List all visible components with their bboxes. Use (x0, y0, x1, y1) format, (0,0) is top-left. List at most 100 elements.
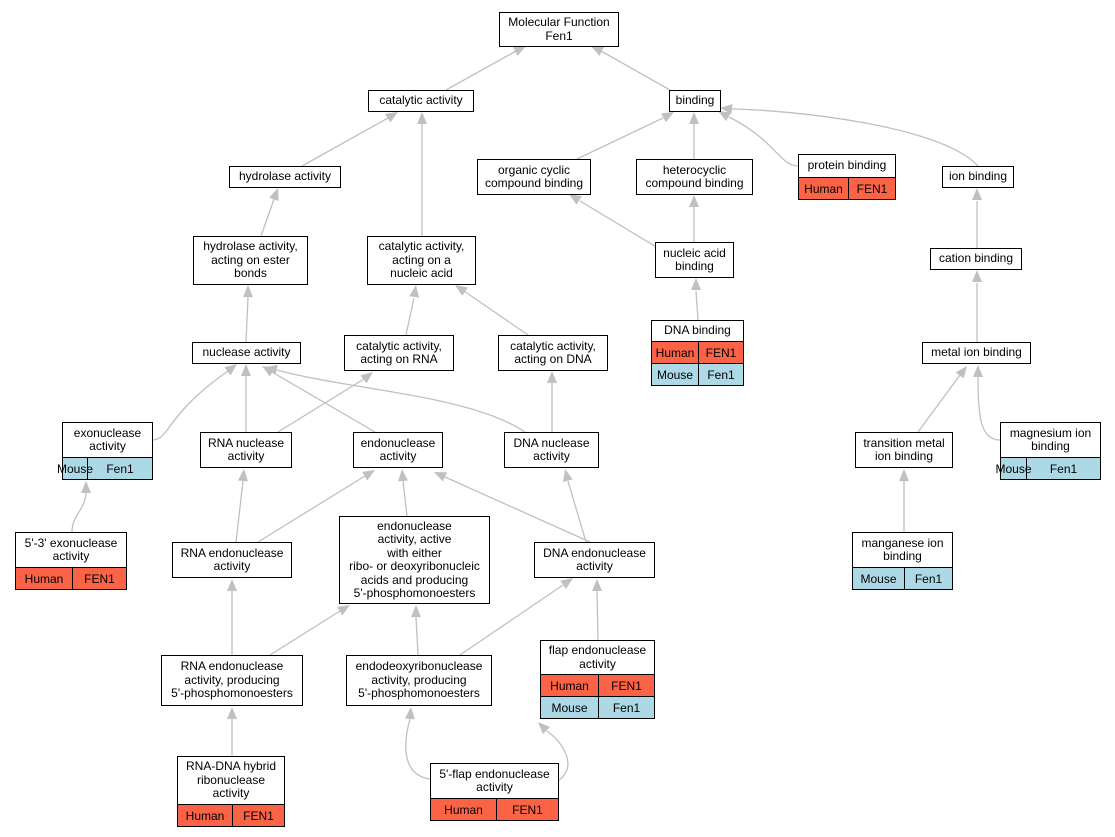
node-cat-dna[interactable]: catalytic activity, acting on DNA (498, 335, 608, 371)
arrowhead (227, 707, 237, 719)
edge-dnanuc-nuclease (265, 365, 526, 433)
node-binding[interactable]: binding (669, 90, 721, 112)
arrowhead (547, 371, 557, 383)
node-label: DNA nuclease activity (513, 435, 590, 463)
node-rna-endo[interactable]: RNA endonuclease activity (172, 542, 292, 578)
arrowhead (243, 285, 253, 297)
edge-endodeoxy-dnaendo (459, 578, 573, 656)
edge-endo-nuclease (262, 366, 376, 433)
gene-label[interactable]: Fen1 (612, 700, 641, 715)
arrowhead (661, 112, 674, 123)
node-label: endodeoxyribonuclease activity, producin… (355, 659, 483, 701)
node-org-cyclic[interactable]: organic cyclic compound binding (477, 159, 591, 195)
node-dna-nuclease[interactable]: DNA nuclease activity (504, 432, 599, 468)
node-metal-ion[interactable]: metal ion binding (922, 342, 1031, 364)
node-label: flap endonuclease activity (548, 643, 647, 671)
arrowhead (689, 112, 699, 124)
gene-label[interactable]: FEN1 (856, 181, 888, 196)
node-label: endonuclease activity (360, 435, 436, 463)
arrowhead (265, 365, 278, 375)
gene-label[interactable]: FEN1 (243, 808, 274, 823)
edge-manganese-transition (899, 469, 909, 532)
node-rna-nuclease[interactable]: RNA nuclease activity (200, 432, 292, 468)
node-endonuclease[interactable]: endonuclease activity (353, 432, 443, 468)
node-cation-binding[interactable]: cation binding (930, 248, 1022, 270)
node-label: DNA binding (664, 323, 731, 338)
gene-label[interactable]: FEN1 (611, 678, 642, 693)
gene-label[interactable]: Fen1 (106, 461, 134, 476)
node-hydrolase[interactable]: hydrolase activity (229, 166, 341, 188)
edge-exo53-exo (71, 481, 91, 533)
edge-catnucleic-catalytic (417, 112, 427, 236)
gene-label[interactable]: FEN1 (512, 802, 543, 817)
node-heterocyclic[interactable]: heterocyclic compound binding (636, 159, 753, 195)
edge-dnaendo-endo (434, 472, 591, 543)
edge-transition-metal (917, 366, 967, 433)
arrowhead (973, 365, 983, 377)
edge-nucleic-org (569, 194, 659, 249)
edge-rna5p-rnaendo (227, 579, 237, 655)
node-label: exonuclease activity (73, 425, 142, 453)
gene-label[interactable]: FEN1 (84, 571, 115, 586)
node-rna-endo-5p[interactable]: RNA endonuclease activity, producing 5'-… (161, 655, 303, 706)
node-label: RNA-DNA hybrid ribonuclease activity (185, 759, 277, 801)
arrowhead (417, 112, 427, 124)
node-transition-metal[interactable]: transition metal ion binding (855, 432, 953, 468)
node-label: heterocyclic compound binding (645, 162, 744, 190)
edge-magnesium-metal (973, 365, 1001, 441)
gene-label[interactable]: Fen1 (914, 571, 943, 586)
species-label: Mouse (57, 458, 93, 479)
node-nuclease[interactable]: nuclease activity (192, 342, 301, 364)
edge-heterocyclic-binding (689, 112, 699, 159)
edge-nuclease-ester (243, 285, 253, 343)
edge-flap5-endodeoxy (405, 707, 431, 780)
node-label: catalytic activity (379, 93, 463, 108)
gene-label[interactable]: Fen1 (1049, 461, 1078, 476)
node-label: nuclease activity (202, 345, 291, 360)
node-label: cation binding (938, 251, 1014, 266)
node-label: protein binding (807, 158, 887, 173)
edge-nucleic-hetero (689, 195, 699, 242)
node-label: catalytic activity, acting on a nucleic … (378, 239, 465, 281)
node-dna-endo[interactable]: DNA endonuclease activity (534, 542, 655, 578)
node-root[interactable]: Molecular Function Fen1 (499, 12, 619, 47)
mouse-ortholog-row: Mouse Fen1 (541, 696, 654, 718)
node-label: ion binding (948, 169, 1008, 184)
edge-hybrid-rna5p (227, 707, 237, 756)
edge-cation-ion (972, 188, 982, 248)
node-ion-binding[interactable]: ion binding (942, 166, 1014, 188)
edge-exo-nuclease (151, 364, 237, 441)
node-cat-rna[interactable]: catalytic activity, acting on RNA (344, 335, 454, 371)
node-nucleic-acid-binding[interactable]: nucleic acid binding (655, 242, 734, 278)
species-label: Human (541, 675, 599, 696)
node-endo-either[interactable]: endonuclease activity, active with eithe… (339, 516, 490, 604)
node-catalytic[interactable]: catalytic activity (368, 90, 474, 112)
node-hydrolase-ester[interactable]: hydrolase activity, acting on ester bond… (193, 236, 308, 285)
node-endodeoxy[interactable]: endodeoxyribonuclease activity, producin… (346, 655, 492, 706)
arrowhead (720, 104, 733, 114)
node-label: transition metal ion binding (863, 435, 945, 463)
edge-rnaendo-endo (257, 470, 375, 543)
node-cat-nucleic[interactable]: catalytic activity, acting on a nucleic … (367, 236, 476, 285)
species-label: Human (178, 805, 233, 826)
arrowhead (411, 605, 421, 617)
node-label: catalytic activity, acting on DNA (510, 338, 596, 366)
node-label: binding (675, 93, 715, 108)
gene-label[interactable]: Fen1 (707, 367, 735, 382)
node-label: 5'-3' exonuclease activity (24, 535, 118, 563)
gene-label[interactable]: FEN1 (705, 345, 737, 360)
edge-rnanuc-nuclease (241, 364, 251, 432)
species-label: Mouse (541, 697, 599, 718)
